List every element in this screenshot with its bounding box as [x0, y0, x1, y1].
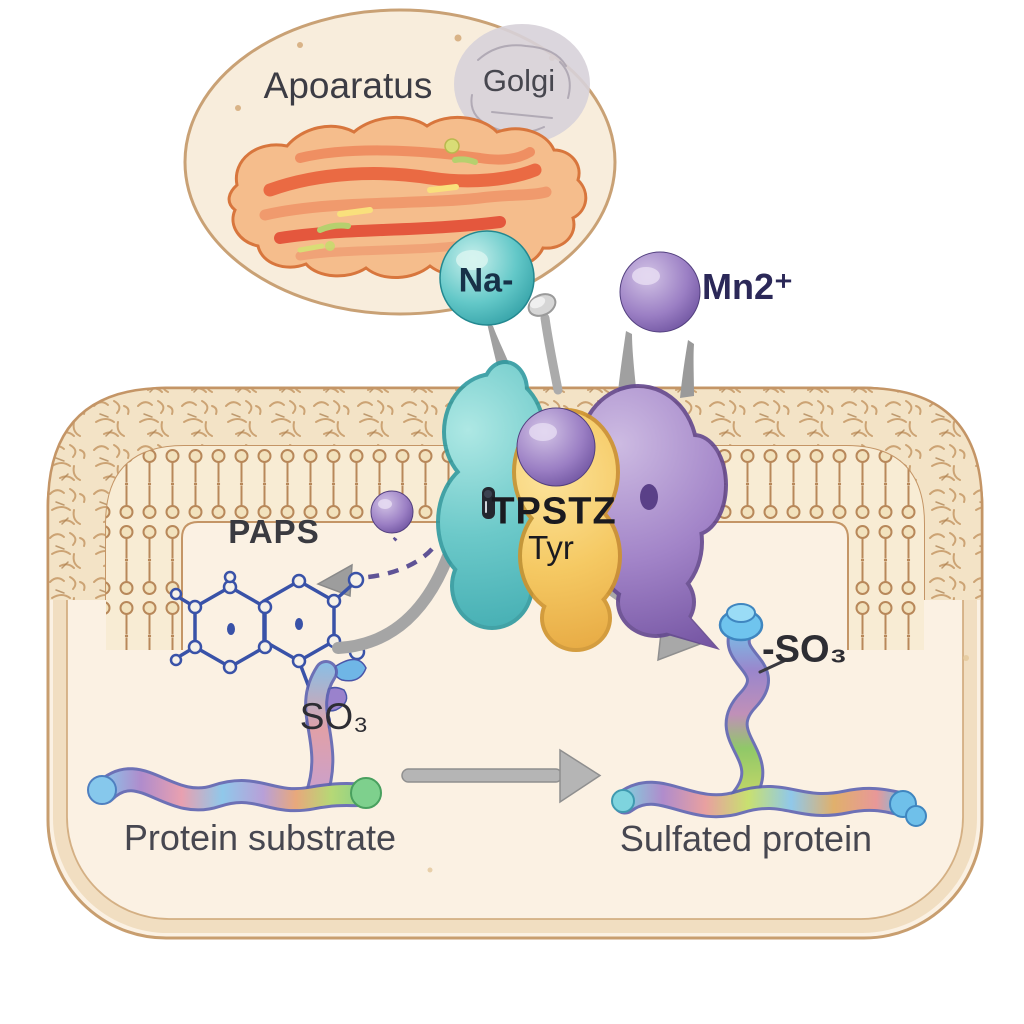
teal-subunit [436, 360, 546, 630]
apparatus-title-label: Apoaratus [263, 65, 433, 106]
sulfo-group-left-label: SO₃ [299, 696, 369, 737]
released-ion-sphere [370, 490, 414, 534]
paps-release-arrow [316, 490, 434, 598]
paps-label: PAPS [228, 513, 320, 550]
golgi-vesicle [183, 8, 617, 316]
enzyme-residue-label: Tyr [528, 529, 574, 566]
active-site-mark [482, 487, 495, 519]
protein-substrate-ribbon [87, 660, 382, 813]
bound-mn-ion-sphere [516, 407, 596, 487]
sodium-ion-label: Na- [458, 261, 514, 300]
sulfo-group-right-label: -SO₃ [762, 628, 848, 671]
tpst2-complex [436, 293, 728, 652]
substrate-arrow-left [332, 539, 458, 654]
so3-tick [758, 658, 788, 674]
substrate-label: Protein substrate [123, 817, 397, 858]
reaction-arrow [401, 748, 602, 804]
secretion-arrow [540, 313, 563, 395]
sulfated-protein-ribbon [611, 603, 927, 827]
enzyme-name-label: TPSTZ [491, 490, 617, 533]
manganese-ion-label: Mn2⁺ [702, 266, 794, 307]
purple-subunit-pore [640, 484, 658, 510]
product-label: Sulfated protein [619, 818, 873, 859]
golgi-blob-label: Golgi [482, 63, 556, 98]
mn-ion-sphere [619, 251, 701, 333]
na-ion-sphere [439, 230, 535, 326]
membrane-spikes [487, 293, 694, 398]
